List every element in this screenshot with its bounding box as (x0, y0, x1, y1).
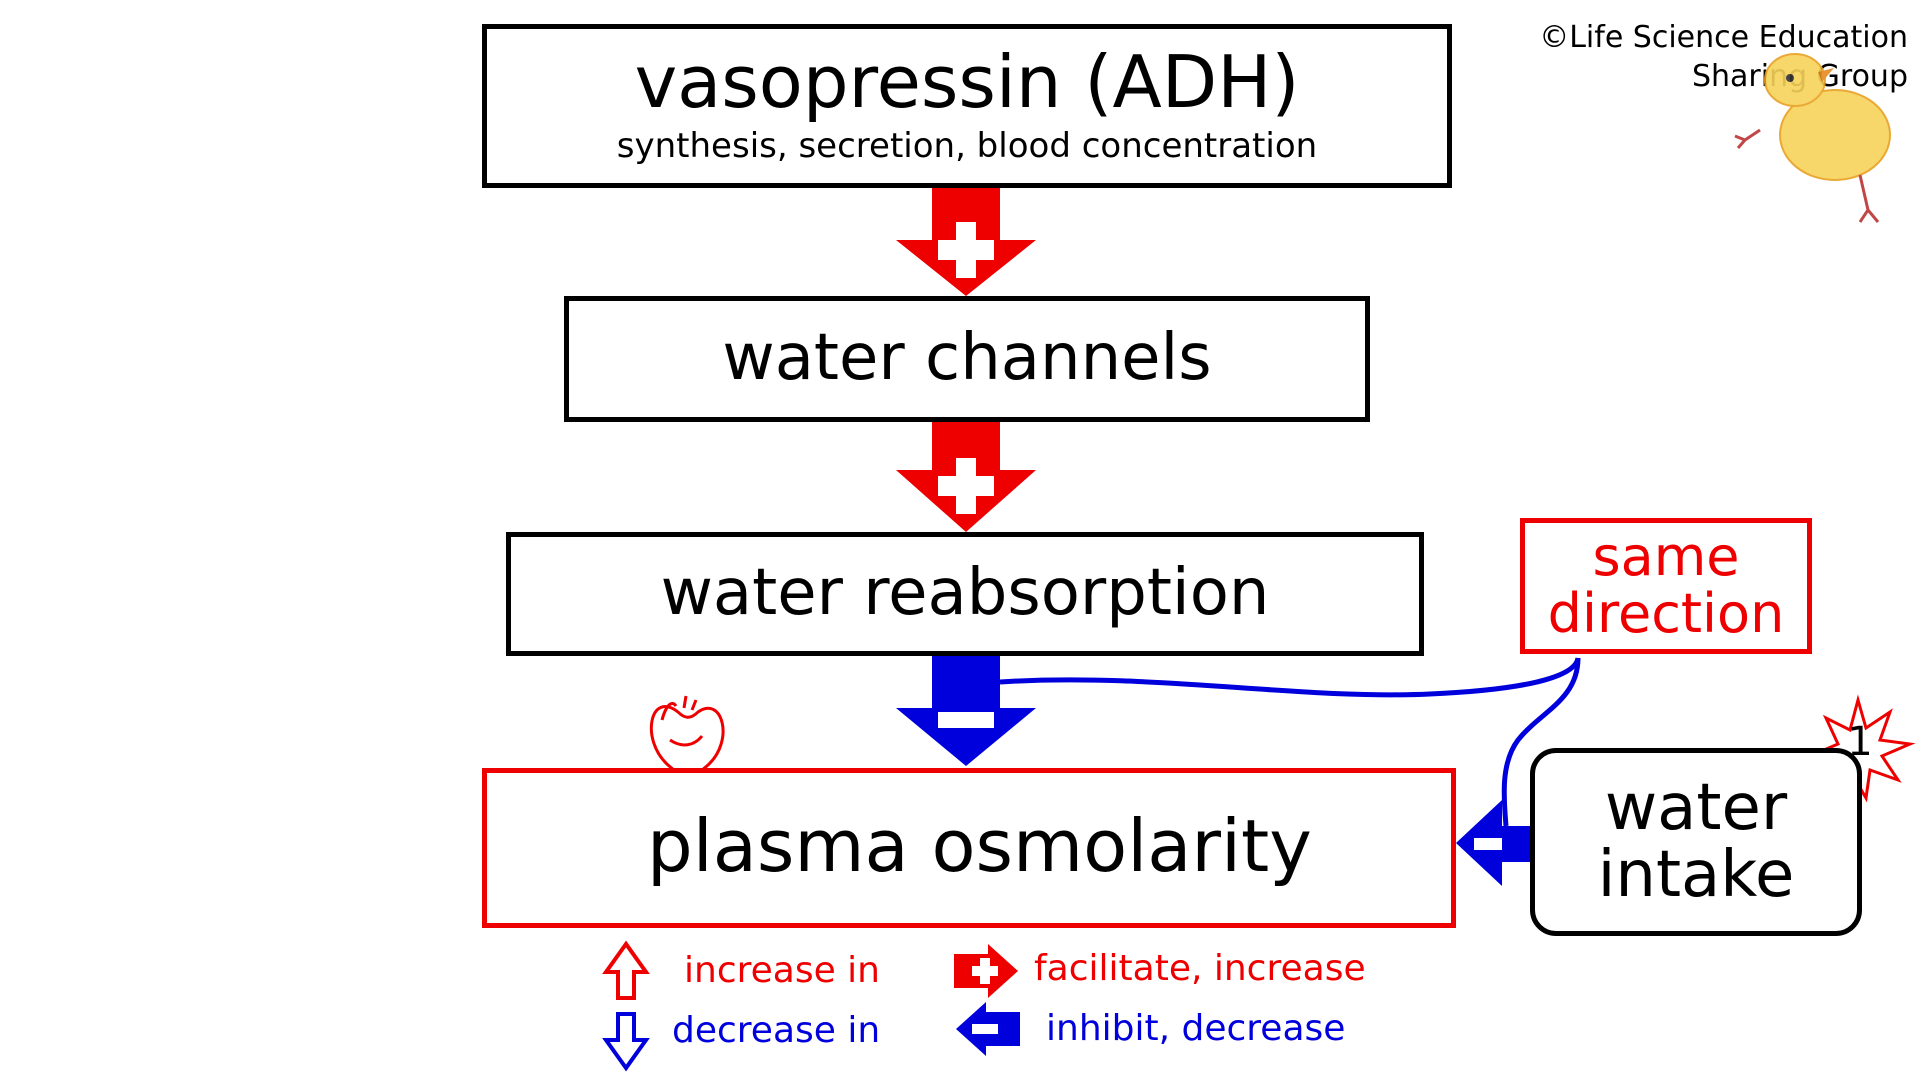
badge-number: 1 (1847, 719, 1873, 765)
callout-line-2: direction (1547, 582, 1785, 645)
copyright-line-1: ©Life Science Education (1539, 20, 1908, 55)
inhibit-arrow-2 (1456, 800, 1530, 886)
callout-connector-1 (999, 657, 1581, 698)
node-water-reabsorption: water reabsorption (506, 532, 1424, 656)
node-water-channels: water channels (564, 296, 1370, 422)
increase-in-icon (602, 940, 650, 1000)
vasopressin-subtitle: synthesis, secretion, blood concentratio… (616, 126, 1318, 167)
decrease-in-icon (602, 1012, 650, 1072)
legend-facilitate: facilitate, increase (1034, 948, 1366, 989)
plasma-osmolarity-title: plasma osmolarity (647, 804, 1312, 888)
heart-icon (649, 695, 725, 784)
legend-inhibit: inhibit, decrease (1046, 1008, 1346, 1049)
node-plasma-osmolarity: plasma osmolarity (482, 768, 1456, 928)
vasopressin-title: vasopressin (ADH) (634, 39, 1300, 124)
inhibit-arrow-1 (896, 656, 1036, 766)
callout-same-direction: same direction (1520, 518, 1812, 654)
water-reabsorption-title: water reabsorption (660, 556, 1270, 631)
inhibit-legend-icon (956, 1002, 1020, 1056)
facilitate-arrow-1 (896, 188, 1036, 296)
callout-connector-2 (1501, 657, 1581, 827)
node-vasopressin: vasopressin (ADH) synthesis, secretion, … (482, 24, 1452, 188)
legend-increase-in: increase in (684, 950, 880, 991)
facilitate-legend-icon (954, 944, 1018, 998)
water-intake-line-1: water (1604, 770, 1788, 845)
badge-star (1805, 694, 1916, 803)
water-intake-line-2: intake (1597, 838, 1795, 912)
callout-line-1: same (1592, 525, 1740, 589)
node-water-intake: water intake (1530, 748, 1862, 936)
legend-decrease-in: decrease in (672, 1010, 881, 1051)
water-channels-title: water channels (722, 321, 1212, 396)
facilitate-arrow-2 (896, 422, 1036, 532)
